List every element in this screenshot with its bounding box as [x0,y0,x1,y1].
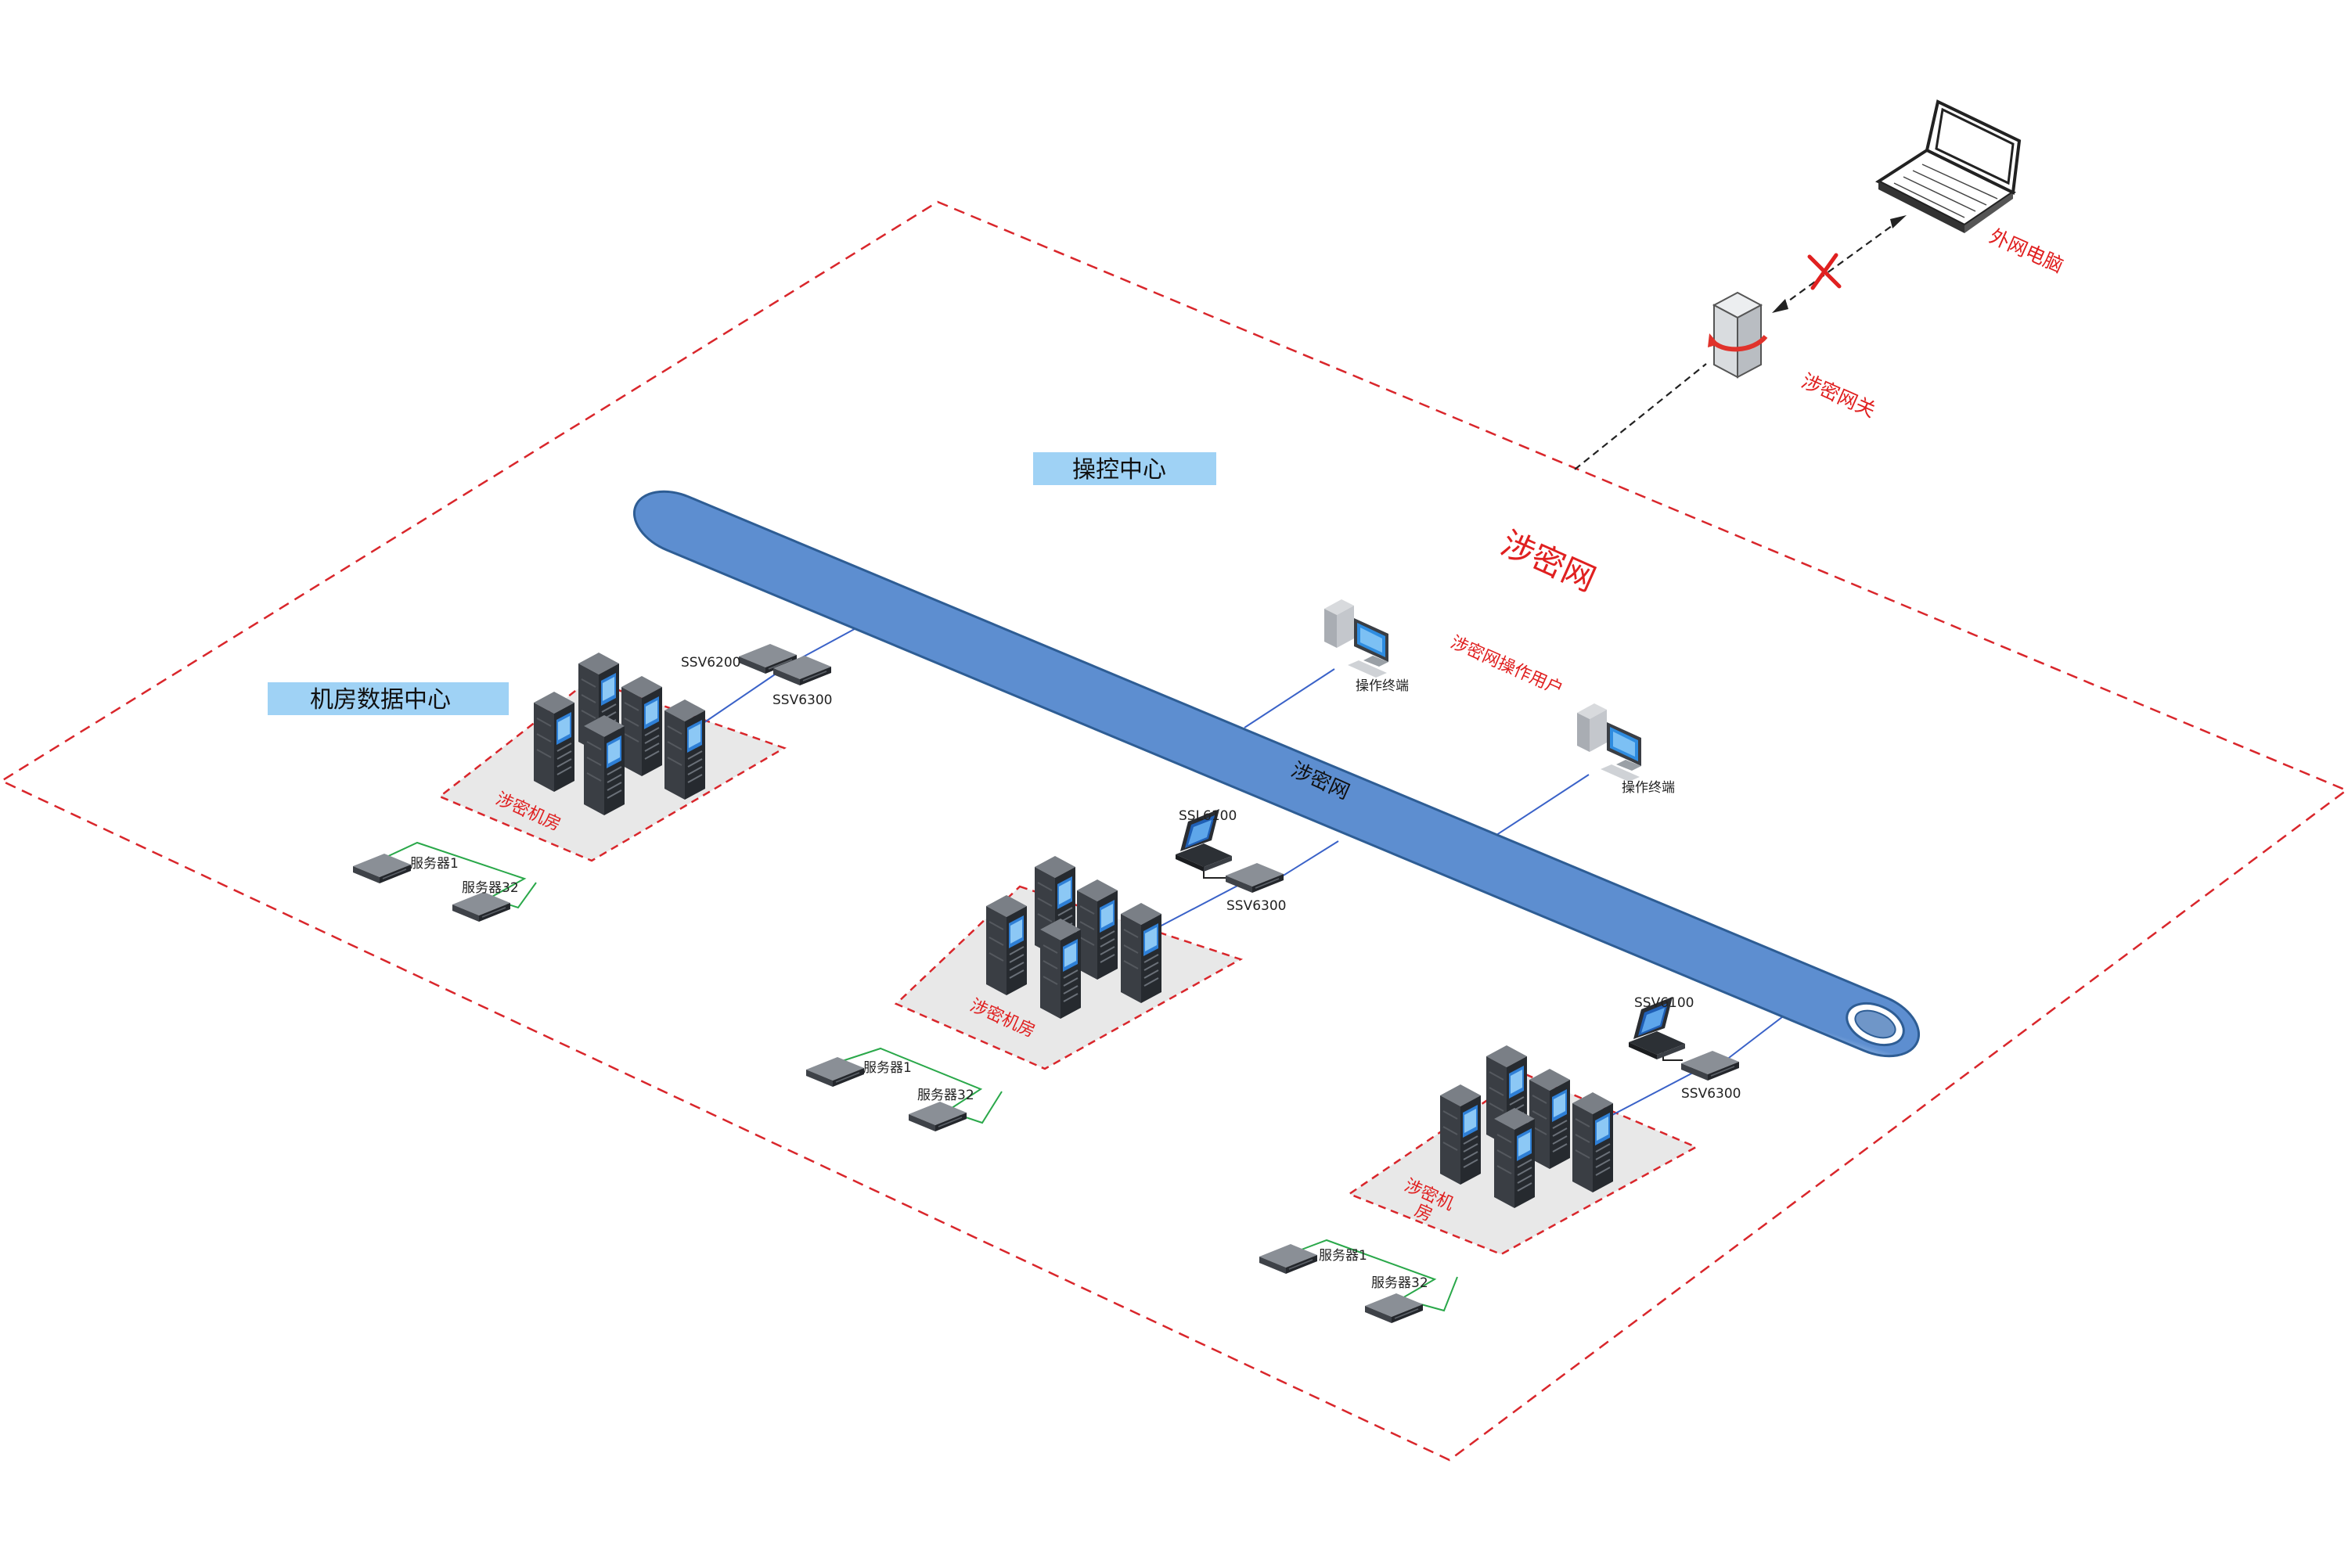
server-cabinet-icon [1439,1084,1482,1185]
room1-server-link [383,841,537,909]
server-cabinet-icon [583,714,625,816]
link-ssv6300b-backbone [1275,840,1339,881]
link-ssv6300a-cabinets [696,674,776,728]
external-pc-label: 外网电脑 [1986,225,2067,277]
link-ssv6300b-cabinets [1158,883,1241,928]
server-cabinet-icon [1039,918,1082,1020]
terminal2-label: 操作终端 [1622,780,1675,796]
datacenter-title: 机房数据中心 [268,682,509,715]
terminal2-pc-icon [1577,703,1641,782]
room3-server-link [1295,1239,1458,1312]
network-links [696,620,1793,1116]
server-cabinet-icon [1572,1091,1614,1193]
ssv6300c-label: SSV6300 [1681,1086,1741,1102]
gateway-label: 涉密网关 [1799,369,1879,422]
blocked-x-icon [1807,253,1842,290]
server-cabinet-icon [1493,1107,1536,1209]
ssl6100-label: SSL6100 [1179,808,1237,824]
ssv6300b-switch-icon [1225,862,1284,894]
room3-server1-icon [1259,1243,1318,1275]
room2-server1-label: 服务器1 [863,1060,912,1076]
terminal1-label: 操作终端 [1356,678,1409,694]
server-cabinet-icon [533,691,575,793]
control-center-label: 操控中心 [1072,456,1166,484]
link-terminal1-backbone [1244,668,1335,728]
ssv6100-label: SSV6100 [1634,995,1694,1011]
blocked-external-link [1772,215,1907,313]
room1-server1-label: 服务器1 [410,856,459,872]
room1-server32-label: 服务器32 [462,880,519,896]
link-ssv6300c-cabinets [1612,1071,1695,1116]
room2-server32-icon [908,1101,967,1132]
room3-server32-label: 服务器32 [1371,1275,1428,1291]
server-cabinet-icon [985,894,1028,996]
link-ssv6300c-backbone [1725,1009,1793,1061]
ssv6300b-label: SSV6300 [1226,898,1286,914]
ssv6200-label: SSV6200 [681,655,740,671]
room2-server32-label: 服务器32 [917,1088,974,1103]
room2-server1-icon [805,1056,865,1088]
link-terminal2-backbone [1486,774,1590,842]
ssv6300c-switch-icon [1680,1050,1740,1081]
secret-network-label: 涉密网 [1496,523,1601,599]
backbone-pipe [632,490,1921,1058]
server-links [383,841,1458,1312]
room3-server32-icon [1364,1293,1424,1324]
control-center-title: 操控中心 [1033,452,1216,485]
server-cabinet-icon [664,699,706,800]
server-cabinet-icon [1120,902,1162,1004]
datacenter-label: 机房数据中心 [310,686,451,714]
ssv6300a-label: SSV6300 [772,692,832,708]
secret-network-perimeter [0,200,2348,1462]
server-cabinet-icon [621,675,663,777]
server-cabinet-icon [1529,1068,1571,1170]
room1-server1-icon [352,853,412,884]
server-cabinet-icon [1076,879,1118,980]
room3-server1-label: 服务器1 [1319,1248,1367,1264]
terminal1-pc-icon [1324,599,1388,678]
operator-users-label: 涉密网操作用户 [1448,633,1566,699]
room2-server-link [837,1047,1003,1124]
laptop-icon [1874,99,2022,233]
room1-server32-icon [452,891,511,922]
gateway-to-network-link [1574,363,1707,470]
gateway-server-icon [1708,291,1768,379]
